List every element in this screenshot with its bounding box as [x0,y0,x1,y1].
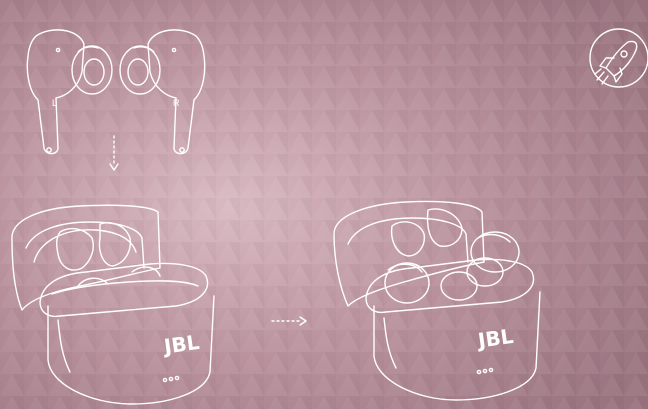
right-label: R [173,98,180,108]
left-label: L [52,98,57,108]
